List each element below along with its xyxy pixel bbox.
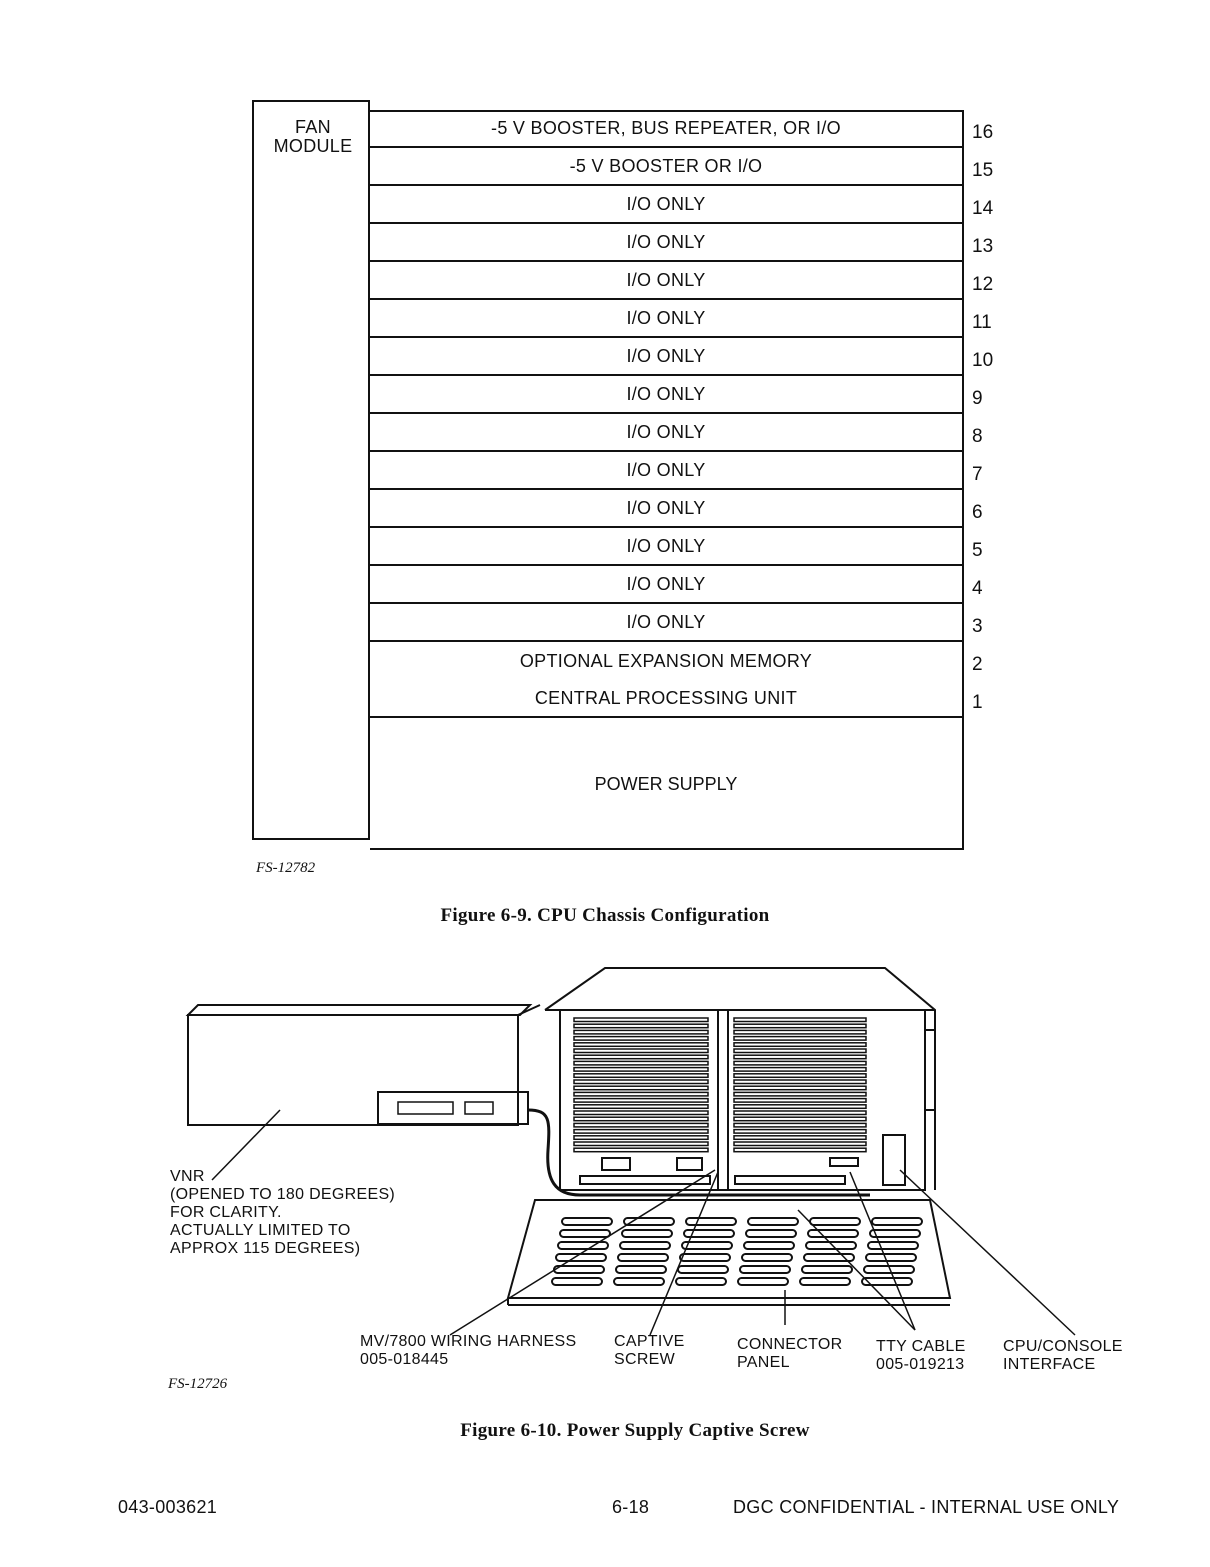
slot-13-number: 13 [972,236,994,257]
slot-9-label: I/O ONLY [370,376,962,414]
slot-1-number: 1 [972,692,983,713]
connector-panel-callout: CONNECTOR PANEL [737,1336,843,1371]
slot-3-label: I/O ONLY [370,604,962,642]
wiring-harness-callout: MV/7800 WIRING HARNESS 005-018445 [360,1333,577,1368]
slot-8-number: 8 [972,426,983,447]
power-supply-label: POWER SUPPLY [594,773,738,794]
slot-4-label: I/O ONLY [370,566,962,604]
slot-13-label: I/O ONLY [370,224,962,262]
figure-6-9-caption: Figure 6-9. CPU Chassis Configuration [440,905,770,926]
tty-cable-callout: TTY CABLE 005-019213 [876,1338,966,1373]
document-number: 043-003621 [118,1497,218,1517]
slot-7-label: I/O ONLY [370,452,962,490]
page-number: 6-18 [612,1497,650,1517]
slot-8-label: I/O ONLY [370,414,962,452]
slot-6-number: 6 [972,502,983,523]
slot-11-number: 11 [972,312,992,333]
slot-15-label: -5 V BOOSTER OR I/O [370,148,962,186]
slot-16-number: 16 [972,122,994,143]
confidentiality-notice: DGC CONFIDENTIAL - INTERNAL USE ONLY [733,1497,1120,1517]
slot-15-number: 15 [972,160,994,181]
chassis-diagram: FAN MODULE POWER SUPPLY -5 V BOOSTER, BU… [252,100,993,850]
slot-11-label: I/O ONLY [370,300,962,338]
slot-12-label: I/O ONLY [370,262,962,300]
cpu-console-interface-callout: CPU/CONSOLE INTERFACE [1003,1338,1123,1373]
slot-12-number: 12 [972,274,994,295]
figure-6-10-fs-number: FS-12726 [168,1376,228,1392]
fan-module-column: FAN MODULE [252,100,370,840]
slot-7-number: 7 [972,464,983,485]
slot-3-number: 3 [972,616,983,637]
slot-column: POWER SUPPLY -5 V BOOSTER, BUS REPEATER,… [370,110,964,850]
slot-2-number: 2 [972,654,983,675]
slot-5-number: 5 [972,540,983,561]
fan-module-label: FAN MODULE [273,117,353,156]
vnr-callout: VNR (OPENED TO 180 DEGREES) FOR CLARITY.… [170,1168,396,1257]
slot-10-number: 10 [972,350,994,371]
slot-14-number: 14 [972,198,994,219]
power-supply-drawing [185,967,1076,1336]
slot-4-number: 4 [972,578,983,599]
slot-9-number: 9 [972,388,983,409]
slot-2-label: OPTIONAL EXPANSION MEMORY [519,650,813,671]
slot-6-label: I/O ONLY [370,490,962,528]
figure-6-9-fs-number: FS-12782 [256,860,316,876]
slot-14-label: I/O ONLY [370,186,962,224]
slot-5-label: I/O ONLY [370,528,962,566]
captive-screw-callout: CAPTIVE SCREW [614,1333,685,1368]
slot-10-label: I/O ONLY [370,338,962,376]
slot-1-label: CENTRAL PROCESSING UNIT [370,680,962,718]
slot-16-label: -5 V BOOSTER, BUS REPEATER, OR I/O [370,110,962,148]
figure-6-10-caption: Figure 6-10. Power Supply Captive Screw [460,1420,810,1441]
